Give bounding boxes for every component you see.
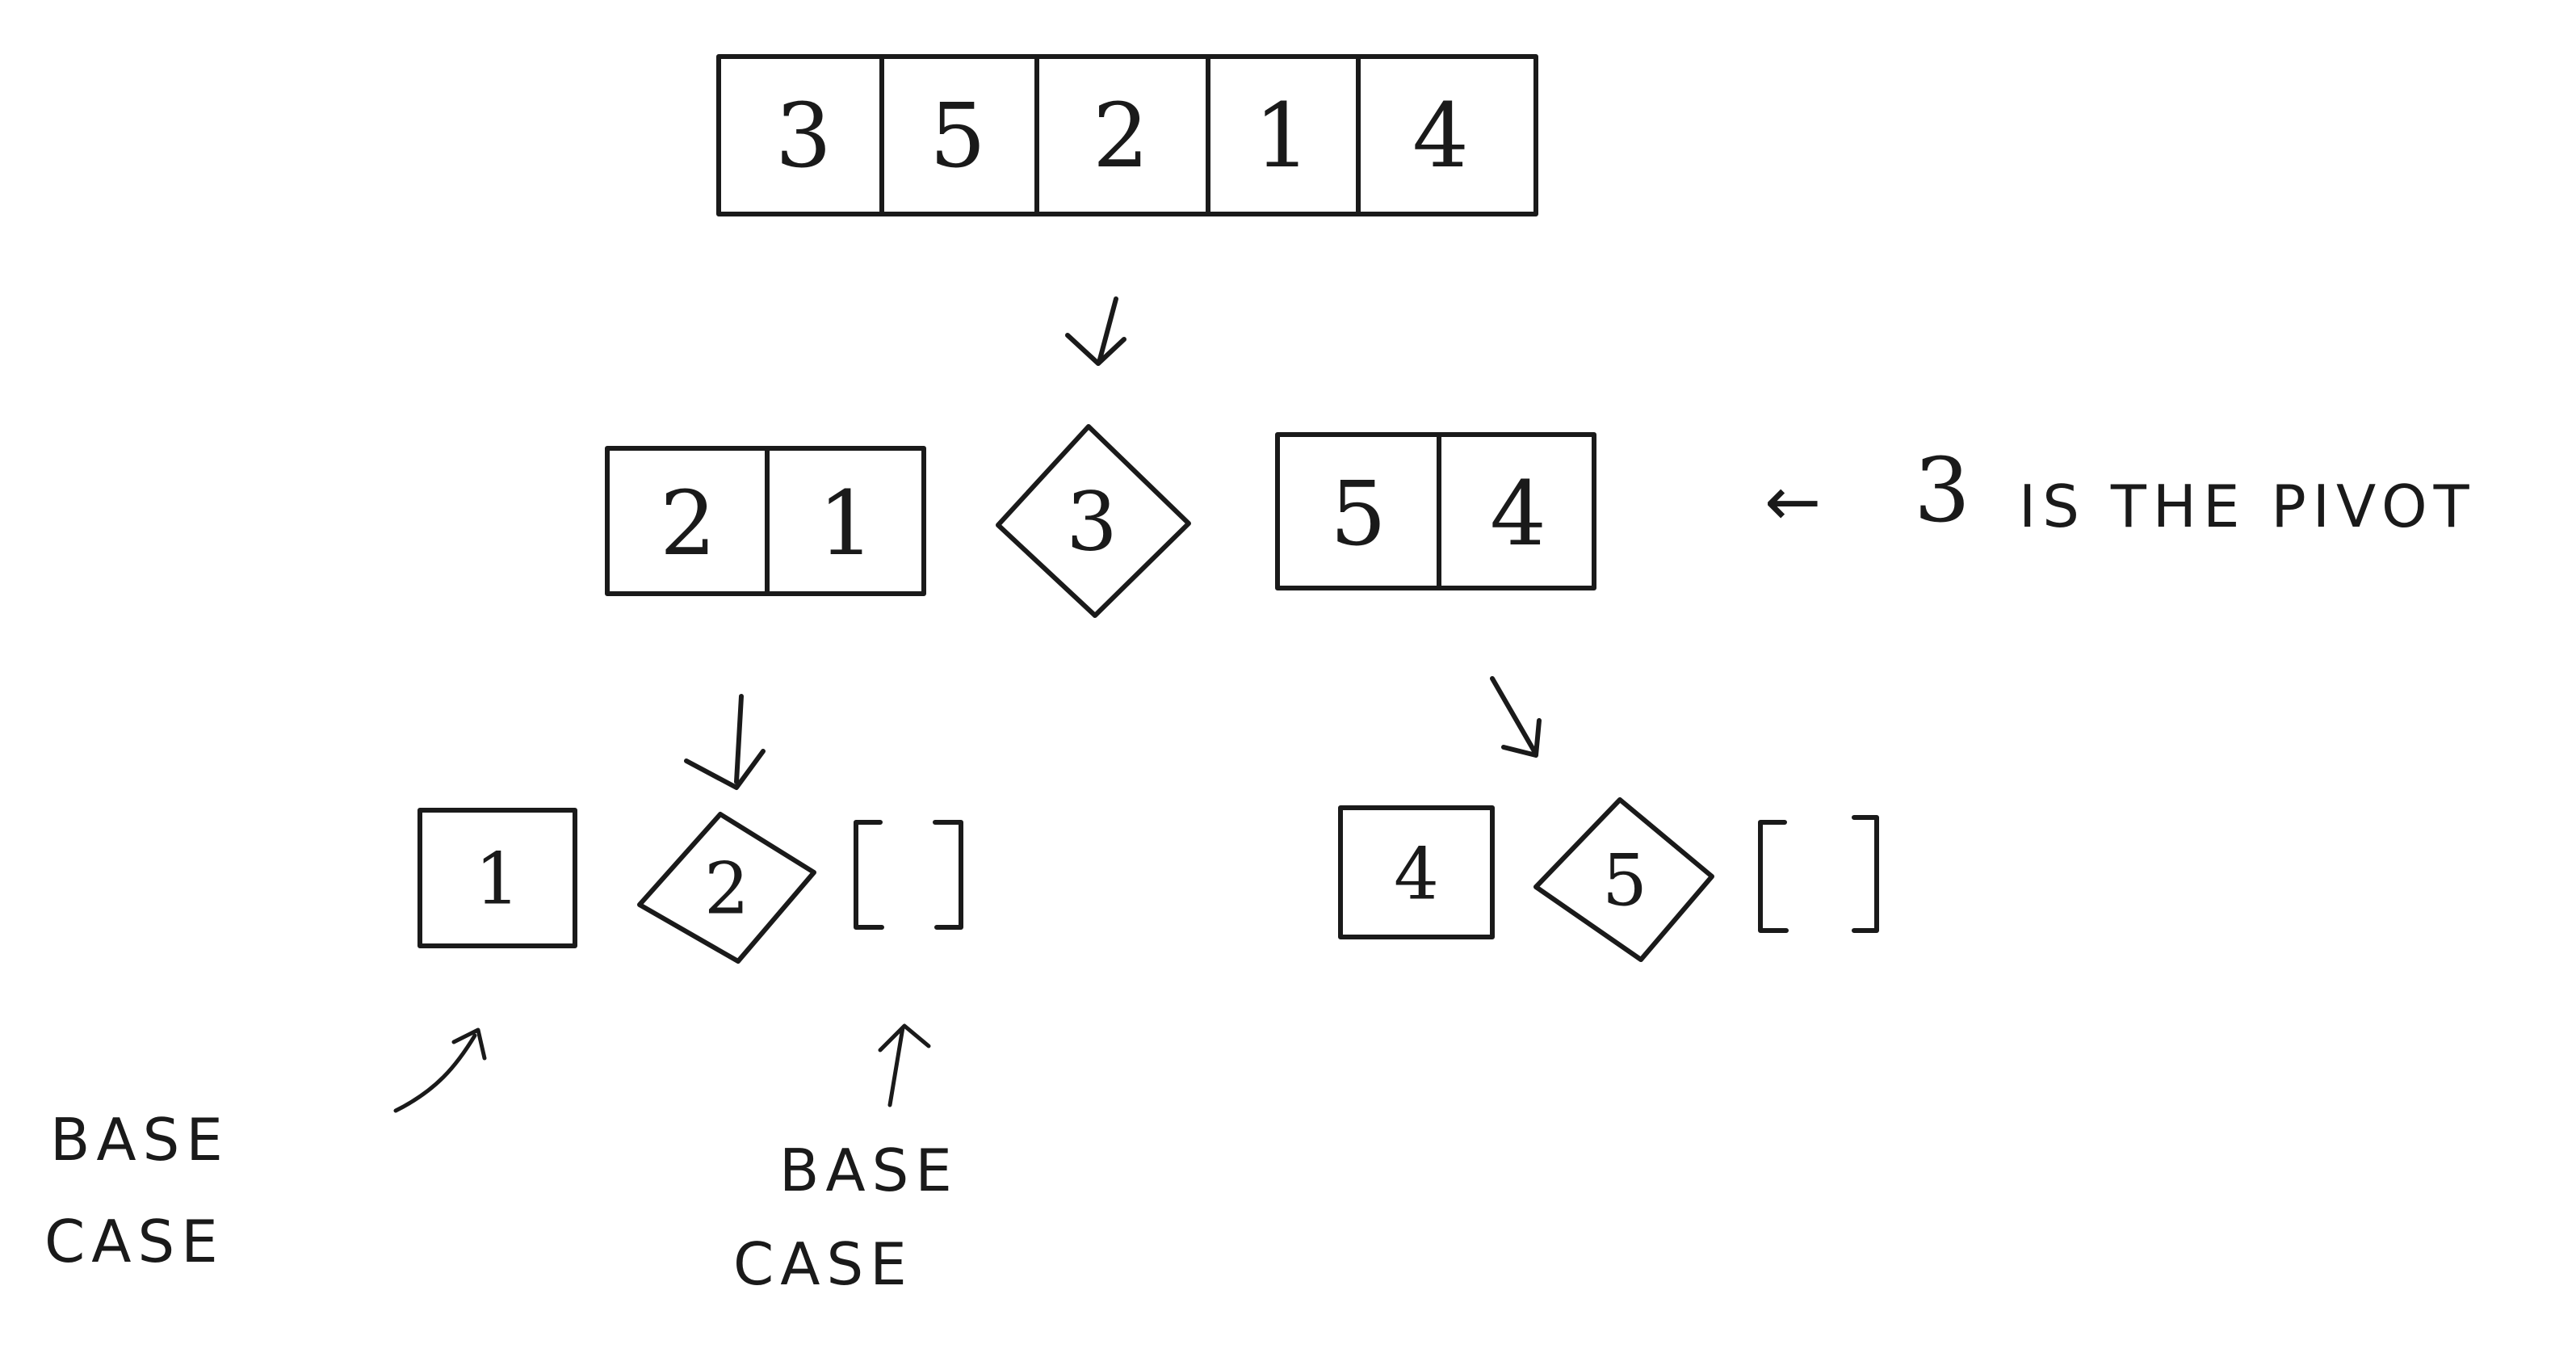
base-case-box	[417, 808, 577, 948]
level2-right-branch: 4 5	[1338, 797, 1879, 962]
down-arrow-icon	[1490, 676, 1542, 758]
top-array-cell: 3	[775, 84, 832, 187]
pivot-note: ← 3 IS THE PIVOT	[1764, 439, 2476, 542]
level1-right-frame	[1275, 432, 1596, 590]
pivot-note-text: IS THE PIVOT	[2019, 473, 2476, 540]
level2-left-cell: 1	[475, 838, 520, 921]
base-case-box	[1338, 805, 1495, 939]
level1-left-array: 2 1	[605, 446, 926, 596]
down-arrow-icon	[684, 694, 766, 790]
up-arrow-icon	[878, 1023, 931, 1107]
level1-left-cell: 2	[660, 472, 716, 575]
level2-left-branch: 1 2	[417, 808, 963, 964]
base-case-label-1: BASE CASE	[44, 1106, 229, 1275]
top-array-cell: 2	[1093, 84, 1149, 187]
pivot-note-arrow: ←	[1764, 462, 1827, 541]
base-case-label-line: CASE	[733, 1230, 913, 1298]
level1-right-cell: 5	[1330, 462, 1387, 565]
level1-pivot: 3	[996, 424, 1191, 618]
up-arrow-icon	[393, 1027, 487, 1113]
level2-left-pivot: 2	[704, 847, 749, 931]
top-array-cell: 1	[1254, 84, 1311, 187]
level1-right-array: 5 4	[1275, 432, 1596, 590]
level1-left-cell: 1	[818, 472, 875, 575]
empty-array-right-bracket	[1852, 815, 1879, 933]
level1-right-cell: 4	[1490, 462, 1546, 565]
level2-right-cell: 4	[1394, 833, 1439, 916]
empty-array-right-bracket	[933, 820, 963, 930]
pivot-value: 3	[1066, 475, 1118, 569]
pivot-note-number: 3	[1914, 439, 1970, 542]
top-array-cell: 4	[1412, 84, 1469, 187]
down-arrow-icon	[1065, 296, 1126, 366]
empty-array-left-bracket	[854, 820, 884, 930]
level2-right-pivot: 5	[1602, 839, 1647, 922]
pivot-diamond	[637, 812, 816, 964]
base-case-label-line: BASE	[779, 1137, 959, 1204]
top-array: 3 5 2 1 4	[716, 54, 1538, 216]
pivot-diamond	[996, 424, 1191, 618]
base-case-label-2: BASE CASE	[733, 1137, 959, 1298]
base-case-label-line: CASE	[44, 1208, 224, 1275]
pivot-diamond	[1533, 797, 1714, 962]
empty-array-left-bracket	[1758, 820, 1789, 933]
base-case-label-line: BASE	[50, 1106, 229, 1174]
top-array-frame	[716, 54, 1538, 216]
top-array-cell: 5	[929, 84, 986, 187]
